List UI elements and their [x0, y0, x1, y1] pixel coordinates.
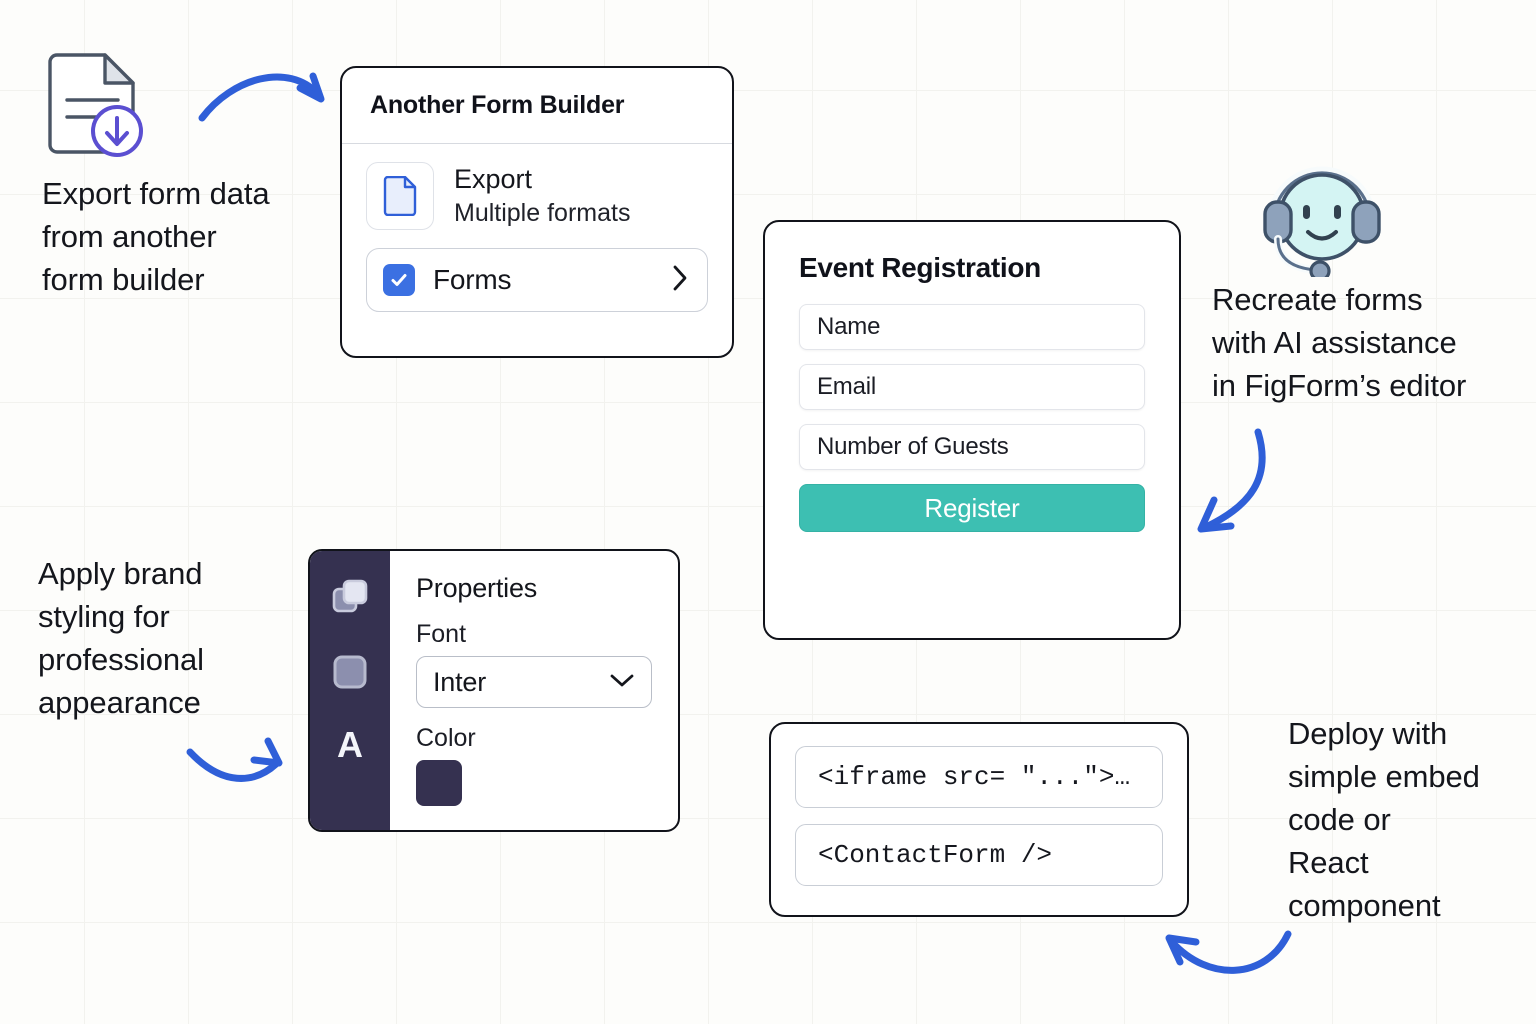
forms-label: Forms: [433, 264, 512, 295]
note-deploy-embed: Deploy with simple embed code or React c…: [1288, 716, 1480, 923]
another-form-builder-card: Another Form Builder Export Multiple for…: [340, 66, 734, 358]
curved-arrow-right-icon: [186, 737, 283, 782]
event-registration-card: Event Registration Name Email Number of …: [763, 220, 1181, 640]
card-header: Another Form Builder: [342, 68, 732, 144]
panel-title: Properties: [416, 573, 538, 603]
layers-duplicate-icon[interactable]: [330, 577, 370, 622]
color-swatch[interactable]: [416, 760, 462, 806]
name-field-placeholder: Name: [817, 313, 881, 340]
document-download-icon: [42, 50, 158, 166]
card-title: Another Form Builder: [370, 91, 625, 119]
card-body: Export Multiple formats Forms: [342, 144, 732, 312]
iframe-snippet-text: <iframe src= "...">…: [818, 762, 1131, 792]
guests-field-placeholder: Number of Guests: [817, 433, 1009, 460]
square-shape-icon[interactable]: [330, 652, 370, 697]
embed-code-card: <iframe src= "...">… <ContactForm />: [769, 722, 1189, 917]
event-card-title: Event Registration: [799, 252, 1041, 283]
export-item-title: Export: [454, 163, 533, 194]
file-document-icon: [366, 162, 434, 230]
properties-panel: A Properties Font Inter Color: [308, 549, 680, 832]
forms-list-item[interactable]: Forms: [366, 248, 708, 312]
ai-support-agent-avatar-icon: [1256, 155, 1388, 282]
chevron-right-icon[interactable]: [672, 264, 689, 297]
email-field-placeholder: Email: [817, 373, 877, 400]
email-field[interactable]: Email: [799, 364, 1145, 410]
export-list-item[interactable]: Export Multiple formats: [366, 162, 708, 230]
name-field[interactable]: Name: [799, 304, 1145, 350]
font-label: Font: [416, 620, 467, 648]
note-recreate-forms-ai: Recreate forms with AI assistance in Fig…: [1212, 282, 1467, 403]
curved-arrow-right-icon: [198, 72, 325, 122]
react-snippet-text: <ContactForm />: [818, 840, 1053, 870]
panel-main: Properties Font Inter Color: [390, 551, 678, 830]
register-button[interactable]: Register: [799, 484, 1145, 532]
iframe-snippet-box[interactable]: <iframe src= "...">…: [795, 746, 1163, 808]
text-tool-icon[interactable]: A: [337, 724, 363, 765]
react-snippet-box[interactable]: <ContactForm />: [795, 824, 1163, 886]
export-item-subtitle: Multiple formats: [454, 198, 631, 227]
tool-rail: A: [310, 551, 390, 830]
curved-arrow-up-left-icon: [1165, 930, 1292, 974]
note-apply-brand-styling: Apply brand styling for professional app…: [38, 556, 204, 720]
color-label: Color: [416, 724, 476, 752]
font-select[interactable]: Inter: [416, 656, 652, 708]
note-export-form-data: Export form data from another form build…: [42, 176, 270, 297]
forms-checkbox[interactable]: [383, 264, 415, 296]
font-selected-value: Inter: [433, 666, 487, 697]
guests-field[interactable]: Number of Guests: [799, 424, 1145, 470]
curved-arrow-down-left-icon: [1197, 428, 1266, 533]
chevron-down-icon[interactable]: [609, 672, 635, 693]
